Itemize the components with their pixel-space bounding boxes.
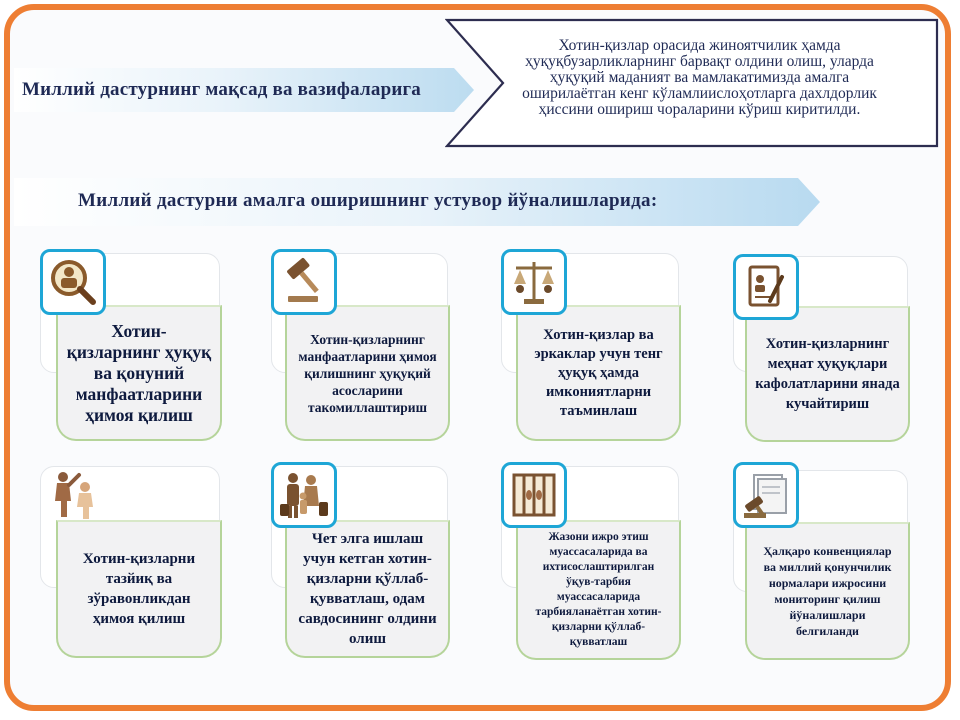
goal-banner: Миллий дастурнинг мақсад ва вазифаларига xyxy=(14,68,474,112)
gavel-papers-icon xyxy=(733,462,799,528)
gavel-icon xyxy=(271,249,337,315)
priority-banner-shape xyxy=(14,178,820,226)
card-text: Чет элга ишлаш учун кетган хотин-қизларн… xyxy=(285,520,450,658)
direction-card-4: Хотин-қизларнинг меҳнат ҳуқуқлари кафола… xyxy=(733,254,910,442)
card-text: Ҳалқаро конвенциялар ва миллий қонунчили… xyxy=(745,522,910,660)
card-text: Хотин-қизлар ва эркаклар учун тенг ҳуқуқ… xyxy=(516,305,681,441)
direction-card-8: Ҳалқаро конвенциялар ва миллий қонунчили… xyxy=(733,462,910,660)
goal-chevron-shape xyxy=(445,18,939,148)
direction-card-5: Хотин-қизларни тазйиқ ва зўравонликдан ҳ… xyxy=(40,462,222,658)
direction-card-2: Хотин-қизларнинг манфаатларини ҳимоя қил… xyxy=(271,249,450,441)
card-text: Жазони ижро этиш муассасаларида ва ихтис… xyxy=(516,520,681,660)
goal-banner-shape xyxy=(14,68,474,112)
direction-card-1: Хотин-қизларнинг ҳуқуқ ва қонуний манфаа… xyxy=(40,249,222,441)
document-pen-icon xyxy=(733,254,799,320)
direction-card-6: Чет элга ишлаш учун кетган хотин-қизларн… xyxy=(271,462,450,658)
prison-bars-icon xyxy=(501,462,567,528)
card-text: Хотин-қизларнинг меҳнат ҳуқуқлари кафола… xyxy=(745,306,910,442)
priority-label: Миллий дастурни амалга оширишнинг устуво… xyxy=(78,190,658,211)
goal-text: Хотин-қизлар орасида жиноятчилик ҳамда ҳ… xyxy=(522,37,877,118)
card-text: Хотин-қизларни тазйиқ ва зўравонликдан ҳ… xyxy=(56,520,222,658)
search-person-icon xyxy=(40,249,106,315)
goal-label: Миллий дастурнинг мақсад ва вазифаларига xyxy=(22,79,422,100)
priority-banner: Миллий дастурни амалга оширишнинг устуво… xyxy=(14,178,820,226)
violence-icon xyxy=(40,462,106,528)
direction-card-7: Жазони ижро этиш муассасаларида ва ихтис… xyxy=(501,462,681,660)
scales-icon xyxy=(501,249,567,315)
goal-chevron: Хотин-қизлар орасида жиноятчилик ҳамда ҳ… xyxy=(445,18,940,148)
card-text: Хотин-қизларнинг манфаатларини ҳимоя қил… xyxy=(285,305,450,441)
direction-card-3: Хотин-қизлар ва эркаклар учун тенг ҳуқуқ… xyxy=(501,249,681,441)
card-text: Хотин-қизларнинг ҳуқуқ ва қонуний манфаа… xyxy=(56,305,222,441)
family-luggage-icon xyxy=(271,462,337,528)
